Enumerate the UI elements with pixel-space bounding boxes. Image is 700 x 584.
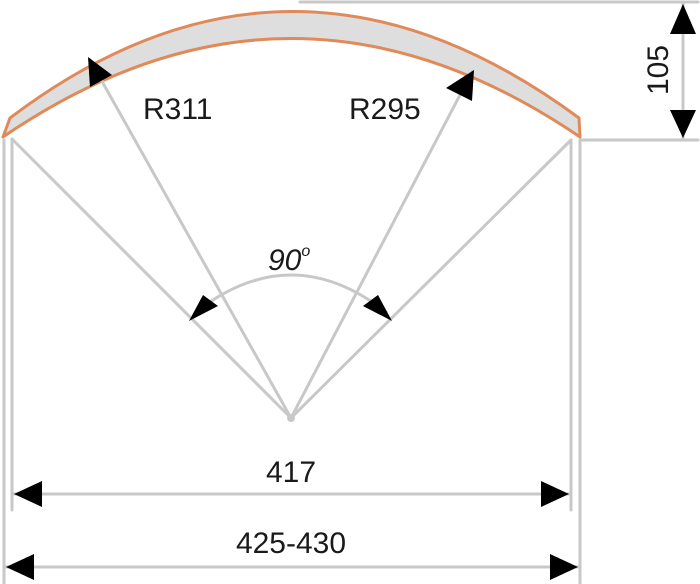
angle-arrowhead-left (189, 295, 218, 321)
angle-value: 90 (268, 244, 302, 277)
angle-degree-mark: o (301, 243, 310, 260)
height-arrowhead-bottom (670, 110, 696, 138)
center-point (287, 414, 295, 422)
height-label: 105 (642, 45, 675, 95)
radius-inner-label: R295 (349, 93, 421, 126)
radius-outer-arrowhead (88, 57, 112, 87)
radial-line-left-inner (88, 58, 293, 420)
outer-width-arrowhead-left (6, 554, 34, 580)
angle-arrowhead-right (363, 295, 392, 321)
radial-line-right-inner (289, 70, 474, 420)
angle-arc (194, 273, 388, 314)
radial-line-right-outer (289, 138, 573, 420)
inner-width-label: 417 (266, 456, 316, 489)
radial-line-left-outer (10, 137, 293, 420)
radius-outer-label: R311 (143, 93, 213, 126)
outer-width-label: 425-430 (236, 527, 346, 560)
radius-inner-arrowhead (446, 70, 474, 101)
arch-band (1, 10, 582, 139)
height-arrowhead-top (670, 4, 696, 34)
angle-label: 90o (268, 243, 310, 277)
inner-width-arrowhead-left (14, 481, 42, 507)
outer-width-arrowhead-right (550, 554, 578, 580)
inner-width-arrowhead-right (541, 481, 569, 507)
